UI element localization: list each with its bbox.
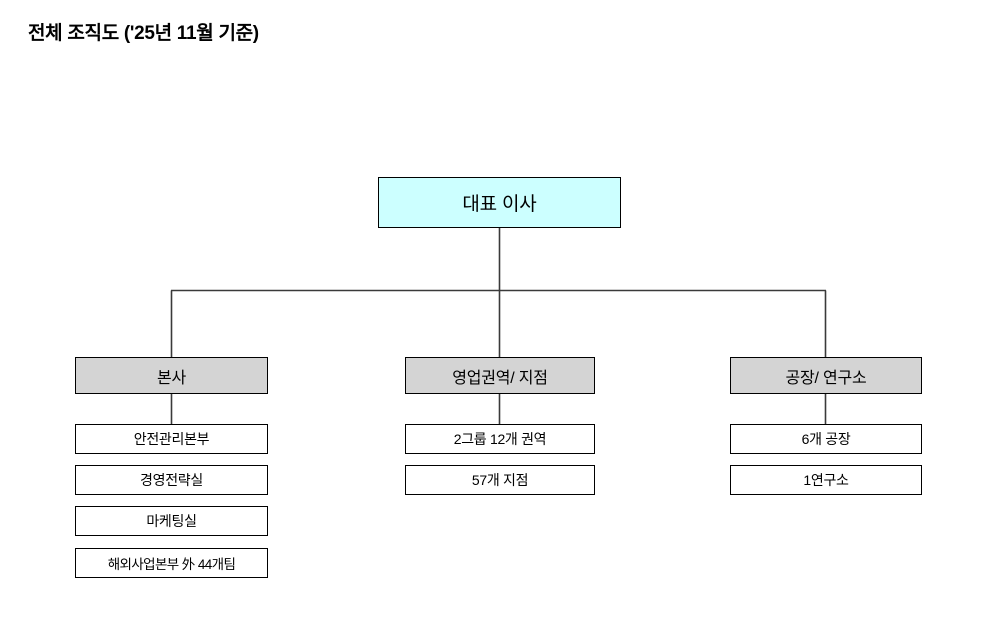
node-leaf-branches-label: 57개 지점 [471, 472, 529, 488]
node-ceo-label: 대표 이사 [462, 194, 537, 215]
node-division-factory-research[interactable]: 공장/ 연구소 [730, 357, 922, 394]
node-leaf-research-center[interactable]: 1연구소 [730, 465, 922, 495]
node-leaf-marketing[interactable]: 마케팅실 [75, 506, 268, 536]
node-division-sales-region-branch[interactable]: 영업권역/ 지점 [405, 357, 595, 394]
node-leaf-overseas-business[interactable]: 해외사업본부 外 44개팀 [75, 548, 268, 578]
node-leaf-groups-regions-label: 2그룹 12개 권역 [453, 431, 547, 447]
node-division-sales-region-branch-label: 영업권역/ 지점 [452, 369, 548, 387]
node-division-factory-research-label: 공장/ 연구소 [785, 369, 867, 387]
node-leaf-safety-management-label: 안전관리본부 [133, 431, 210, 447]
node-leaf-groups-regions[interactable]: 2그룹 12개 권역 [405, 424, 595, 454]
node-leaf-research-center-label: 1연구소 [803, 472, 849, 488]
page-title: 전체 조직도 ('25년 11월 기준) [28, 23, 259, 44]
node-leaf-factories[interactable]: 6개 공장 [730, 424, 922, 454]
node-division-headquarters[interactable]: 본사 [75, 357, 268, 394]
node-leaf-factories-label: 6개 공장 [801, 431, 851, 447]
node-leaf-marketing-label: 마케팅실 [146, 513, 197, 529]
node-leaf-branches[interactable]: 57개 지점 [405, 465, 595, 495]
node-leaf-management-strategy-label: 경영전략실 [140, 472, 203, 488]
node-ceo[interactable]: 대표 이사 [378, 177, 621, 228]
node-division-headquarters-label: 본사 [156, 369, 187, 387]
node-leaf-overseas-business-label: 해외사업본부 外 44개팀 [107, 557, 236, 572]
node-leaf-management-strategy[interactable]: 경영전략실 [75, 465, 268, 495]
node-leaf-safety-management[interactable]: 안전관리본부 [75, 424, 268, 454]
